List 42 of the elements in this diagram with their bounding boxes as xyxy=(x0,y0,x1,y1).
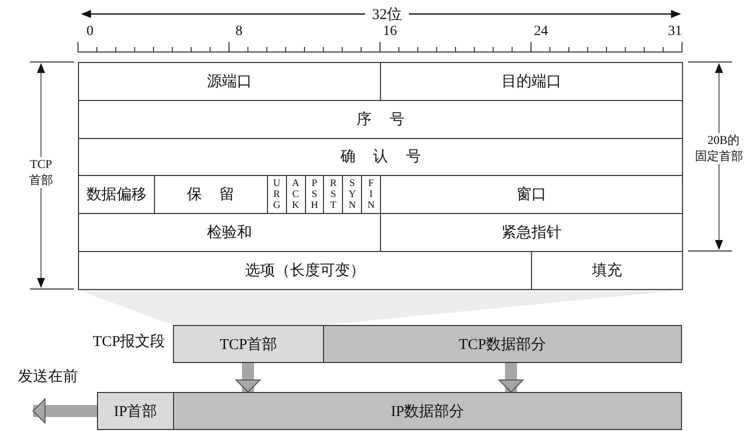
field-name: TCP首部 xyxy=(220,336,278,354)
field-name: 源端口 xyxy=(207,72,252,91)
field-name: 目的端口 xyxy=(502,72,562,91)
field-name: TCP数据部分 xyxy=(458,336,546,354)
field-name: ACK xyxy=(292,178,300,212)
field-name: IP数据部分 xyxy=(390,402,464,420)
row-label: TCP报文段 xyxy=(92,333,166,352)
header-field xyxy=(531,251,683,290)
block-arrow xyxy=(32,398,97,424)
bit-number: 8 xyxy=(234,23,244,41)
field-name: 保 留 xyxy=(186,186,234,204)
edge-label: 发送在前 xyxy=(17,368,79,387)
segment-part xyxy=(97,392,174,430)
header-field xyxy=(380,62,683,101)
bit-number: 24 xyxy=(533,23,549,41)
field-name: URG xyxy=(272,178,281,212)
field-name: 确 认 号 xyxy=(340,148,421,166)
header-field xyxy=(78,251,532,290)
field-name: 紧急指针 xyxy=(502,224,562,242)
field-name: 检验和 xyxy=(207,224,252,242)
segment-part xyxy=(173,392,682,430)
segment-part xyxy=(323,325,682,363)
field-name: 窗口 xyxy=(516,185,546,204)
field-name: 选项（长度可变） xyxy=(245,261,365,280)
bit-number: 16 xyxy=(382,23,398,41)
bit-number: 31 xyxy=(667,23,683,41)
field-name: SYN xyxy=(348,178,356,212)
dimension-label: 20B的固定首部 xyxy=(694,133,744,164)
block-arrow xyxy=(236,363,260,392)
header-field xyxy=(78,138,683,176)
field-name: RST xyxy=(329,178,338,212)
segment-part xyxy=(173,325,324,363)
field-name: FIN xyxy=(367,178,376,212)
field-name: IP首部 xyxy=(114,402,158,420)
field-name: 序 号 xyxy=(356,110,404,129)
bit-number: 0 xyxy=(86,23,94,41)
field-name: PSH xyxy=(310,178,318,212)
field-name: 填充 xyxy=(592,261,622,280)
block-arrow xyxy=(498,363,524,392)
header-field xyxy=(78,62,381,101)
field-name: 数据偏移 xyxy=(86,186,146,204)
header-field xyxy=(78,100,683,139)
